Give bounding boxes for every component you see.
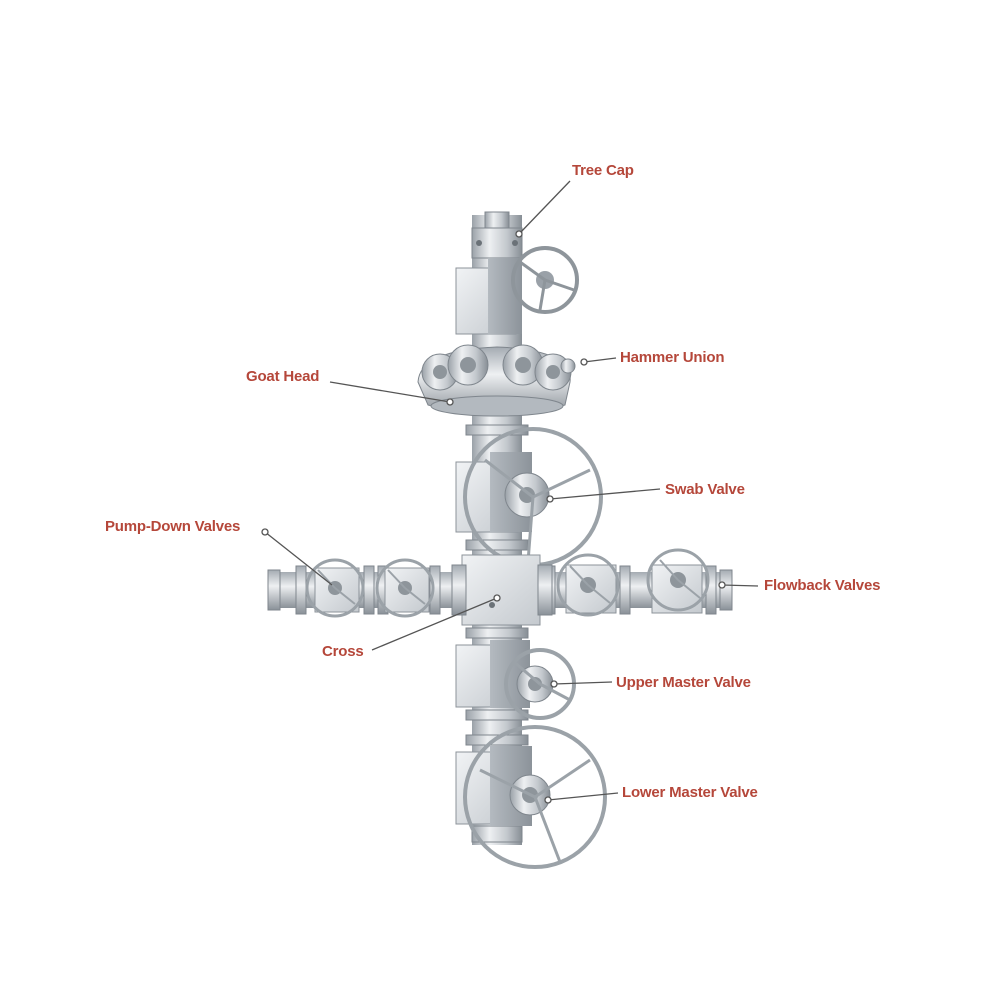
label-cross: Cross (322, 643, 364, 660)
label-pump-down-valves: Pump-Down Valves (105, 518, 241, 535)
leader-pump-down-valves (264, 531, 333, 586)
leader-swab-valve (549, 488, 661, 500)
upper-master-valve (455, 640, 576, 720)
leader-cross (371, 597, 498, 651)
label-hammer-union: Hammer Union (620, 349, 725, 366)
goat-head (417, 344, 576, 417)
label-upper-master-valve: Upper Master Valve (616, 674, 751, 691)
leader-goat-head (329, 381, 451, 403)
label-goat-head: Goat Head (246, 368, 320, 385)
pump-down-valve-1 (305, 558, 365, 618)
label-lower-master-valve: Lower Master Valve (622, 784, 758, 801)
leader-tree-cap (518, 180, 571, 235)
leader-lower-master-valve (547, 792, 619, 801)
swab-valve (455, 427, 603, 567)
label-flowback-valves: Flowback Valves (764, 577, 881, 594)
top-valve (455, 246, 579, 335)
label-swab-valve: Swab Valve (665, 481, 745, 498)
leader-hammer-union (583, 357, 617, 363)
leader-lines (264, 180, 759, 801)
leader-dots (261, 230, 726, 804)
flowback-valve-2 (646, 548, 710, 614)
flowback-valve-1 (556, 553, 620, 617)
lower-master-valve (455, 725, 607, 869)
leader-flowback-valves (721, 584, 759, 587)
pump-down-valve-2 (375, 558, 435, 618)
leader-upper-master-valve (553, 681, 613, 685)
label-tree-cap: Tree Cap (572, 162, 634, 179)
cross (451, 554, 553, 626)
